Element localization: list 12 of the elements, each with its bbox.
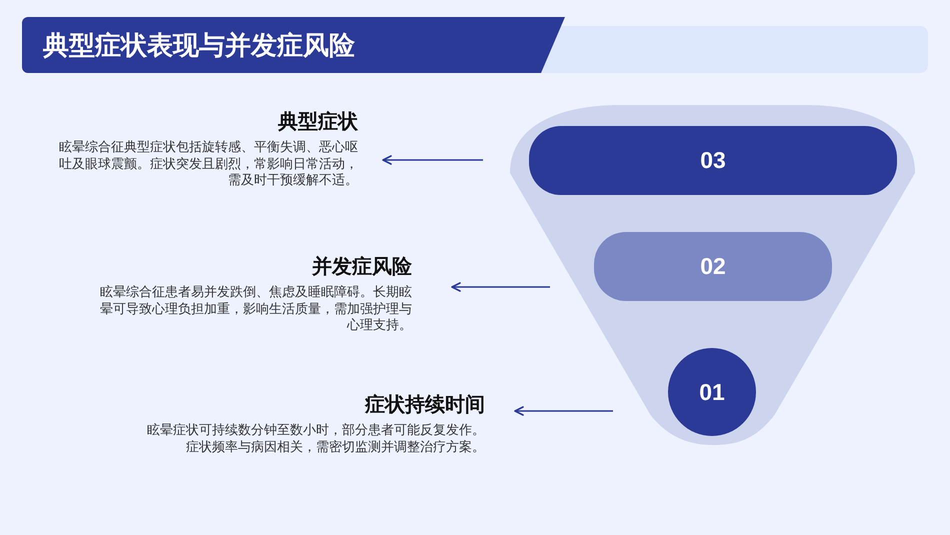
section-heading: 症状持续时间 [365, 392, 485, 418]
arrow [514, 406, 613, 416]
level-pill: 03 [529, 126, 897, 195]
arrow [382, 155, 483, 165]
description-text: 眩晕症状可持续数分钟至数小时，部分患者可能反复发作。症状频率与病因相关，需密切监测并调整治疗方案。 [146, 422, 485, 455]
description-text: 眩晕综合征患者易并发跌倒、焦虑及睡眠障碍。长期眩晕可导致心理负担加重，影响生活质量，需加强护理与心理支持。 [99, 284, 412, 334]
section-heading: 并发症风险 [312, 254, 412, 280]
level-pill: 02 [594, 232, 832, 301]
description-text: 眩晕综合征典型症状包括旋转感、平衡失调、恶心呕吐及眼球震颤。症状突发且剧烈，常影响日常活动，需及时干预缓解不适。 [58, 139, 358, 188]
arrow [451, 282, 550, 292]
page-title: 典型症状表现与并发症风险 [43, 29, 355, 61]
section-heading: 典型症状 [278, 110, 358, 135]
